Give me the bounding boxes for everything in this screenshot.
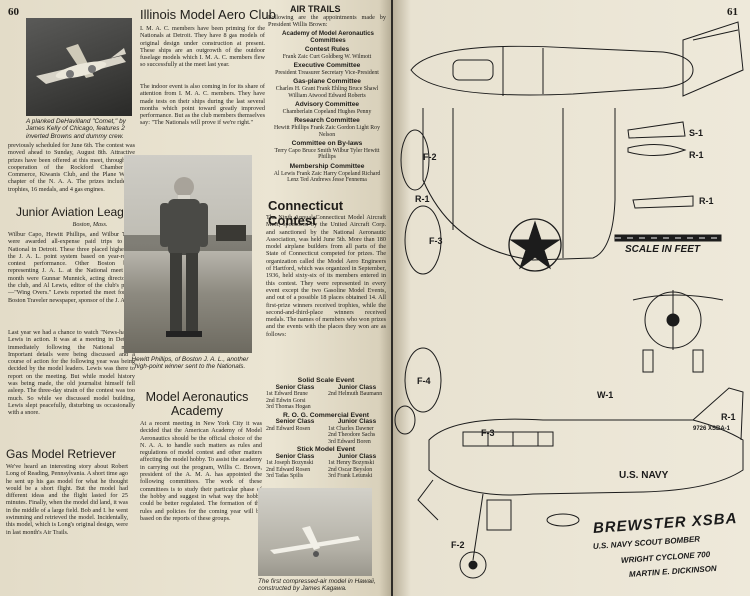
event-title: Solid Scale Event (297, 377, 355, 384)
committee-members: Charles H. Grant Frank Ehling Bruce Shaw… (275, 85, 379, 99)
hawaii-photo-caption: The first compressed-air model in Hawaii… (258, 578, 376, 593)
winner-entry: 3rd Thomas Hogan (266, 404, 311, 410)
page-number-left: 60 (8, 6, 19, 18)
label-f1: F-2 (423, 152, 437, 162)
junior-class-label: Junior Class (337, 452, 377, 460)
label-s1: S-1 (689, 128, 704, 138)
winner-entry: 2nd Edward Rosen (266, 425, 311, 432)
committee-name: Contest Rules (304, 46, 350, 53)
comet-model-photo (26, 18, 132, 116)
label-f2: F-3 (429, 236, 443, 246)
event-title: Stick Model Event (296, 446, 356, 453)
senior-class-label: Senior Class (275, 383, 315, 391)
committees-heading: Academy of Model Aeronautics Committees (282, 30, 374, 45)
junior-location: Boston, Mass. (72, 221, 108, 228)
serial-number: 9726 XSBA-1 (693, 426, 731, 432)
label-r1: R-1 (689, 150, 704, 160)
gas-retriever-text: We've heard an interesting story about R… (6, 463, 128, 536)
committee-name: Membership Committee (289, 162, 365, 170)
winner-entry: 1st Henry Bozynski (328, 460, 375, 466)
academy-text: At a recent meeting in New York City it … (140, 420, 262, 522)
committee-name: Committee on By-laws (291, 140, 363, 148)
committee-name: Executive Committee (293, 62, 361, 70)
committee-members: Al Lewis Frank Zaic Harry Copeland Richa… (273, 170, 381, 184)
left-page: 60 A planked DeHavilland "Comet," by Jam… (0, 0, 391, 596)
right-page: 61 (393, 0, 750, 596)
label-w1: R-1 (415, 194, 430, 204)
hewitt-photo-caption: Hewitt Phillips, of Boston J. A. L., ano… (131, 356, 249, 371)
label-f4: W-1 (597, 390, 614, 400)
connecticut-text: The Ninth Annual Connecticut Model Aircr… (266, 214, 386, 338)
winner-entry: 1st Edward Brune (266, 391, 308, 397)
brewster-xsba-plan-drawing (394, 21, 744, 579)
winner-entry: 3rd Tadas Spilis (266, 473, 304, 479)
committee-members: President Treasurer Secretary Vice-Presi… (275, 69, 379, 76)
label-w1-right: R-1 (699, 196, 714, 206)
event-title: R. O. G. Commercial Event (282, 411, 370, 419)
junior-text-2: Last year we had a chance to watch "News… (8, 329, 135, 417)
senior-class-label: Senior Class (275, 418, 315, 425)
compressed-air-model-image (270, 526, 360, 557)
winner-entry: 3rd Frank Letunski (328, 473, 373, 479)
illinois-text-2: The indoor event is also coming in for i… (140, 83, 265, 127)
academy-heading: Model Aeronautics Academy (145, 390, 249, 418)
committee-members: Hewitt Phillips Frank Zaic Gordon Light … (274, 124, 380, 138)
illinois-heading: Illinois Model Aero Club (140, 7, 276, 22)
scale-label: SCALE IN FEET (625, 244, 701, 255)
person-figure-image (124, 177, 252, 337)
junior-class-label: Junior Class (337, 418, 377, 425)
label-f2-side: F-3 (481, 428, 495, 438)
connecticut-heading: Connecticut Contest (268, 198, 344, 228)
page-number-right: 61 (727, 6, 738, 18)
winner-entry: 2nd Edwin Gorsi (266, 397, 306, 404)
label-f3: F-4 (417, 376, 431, 386)
winner-entry: 1st Charles Dawner (328, 425, 374, 432)
winner-entry: 3rd Edward Boren (328, 438, 371, 445)
committee-name: Advisory Committee (294, 101, 360, 109)
committee-members: Terry Capo Bruce Smith Wilbur Tyler Hewi… (274, 147, 380, 161)
winner-entry: 2nd Helmuth Baumann (328, 391, 383, 397)
label-f1-side: F-2 (451, 540, 465, 550)
winner-entry: 1st Joseph Bozynski (266, 460, 314, 466)
running-head: AIR TRAILS (290, 4, 341, 14)
winner-entry: 2nd Oscar Beyslon (328, 466, 373, 473)
senior-class-label: Senior Class (275, 452, 315, 460)
junior-class-label: Junior Class (337, 383, 377, 391)
junior-aviation-heading: Junior Aviation League (16, 205, 138, 219)
winner-entry: 2nd Edward Rosen (266, 466, 311, 473)
committees-intro: Following are the appointments made by P… (268, 14, 386, 29)
column1-text: previously scheduled for June 6th. The c… (8, 142, 135, 193)
winner-entry: 2nd Theodore Sachs (328, 432, 376, 438)
committee-name: Research Committee (294, 117, 360, 125)
committee-name: Gas-plane Committee (293, 78, 361, 86)
comet-photo-caption: A planked DeHavilland "Comet," by James … (26, 118, 126, 140)
junior-text-1: Wilbur Capo, Hewitt Phillips, and Wilbur… (8, 231, 135, 304)
hewitt-phillips-photo (124, 155, 252, 353)
gas-retriever-heading: Gas Model Retriever (6, 447, 117, 461)
illinois-text-1: I. M. A. C. members have been priming fo… (140, 25, 265, 69)
comet-airplane-image (36, 44, 126, 84)
committee-members: Chamberlain Copeland Hughes Penny (282, 108, 372, 115)
hawaii-model-photo (258, 488, 372, 576)
committee-members: Frank Zaic Curt Goldberg W. Wilmott (282, 53, 372, 60)
navy-side-text: U.S. NAVY (619, 470, 669, 481)
label-r1-side: R-1 (721, 412, 736, 422)
